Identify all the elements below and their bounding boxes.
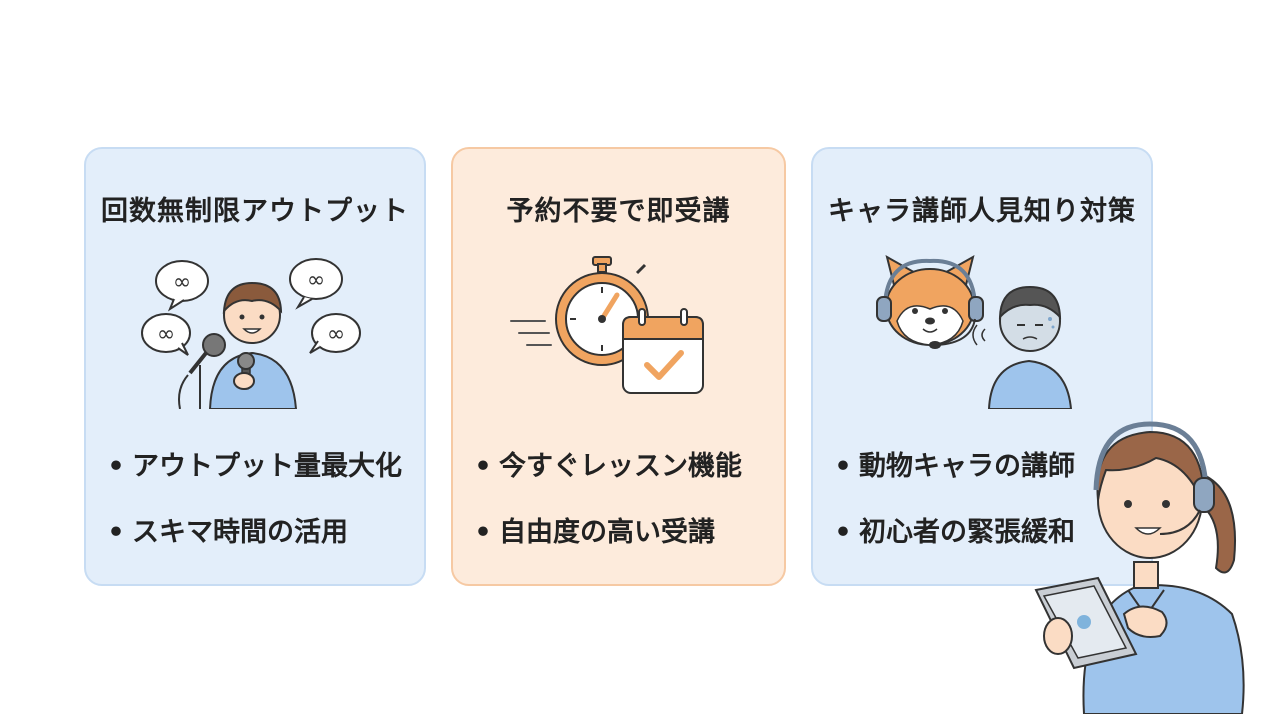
bullet-item: 初心者の緊張緩和 [831, 513, 1141, 579]
infinity-bubble-icon: ∞ [309, 313, 361, 354]
bullet-item: 自由度の高い受講 [471, 513, 774, 579]
tablet-icon [1034, 576, 1138, 670]
bullet-list: 今すぐレッスン機能 自由度の高い受講 [471, 447, 774, 579]
person-microphone-icon: ∞ ∞ ∞ ∞ [141, 258, 361, 409]
svg-text:∞: ∞ [307, 268, 325, 293]
calendar-check-icon [621, 308, 704, 394]
stopwatch-calendar-icon [509, 256, 704, 394]
svg-text:∞: ∞ [327, 322, 345, 347]
feature-card-unlimited-output: 回数無制限アウトプット ∞ ∞ ∞ ∞ [84, 147, 426, 586]
card-title: 回数無制限アウトプット [101, 196, 409, 227]
infinity-bubble-icon: ∞ [155, 260, 209, 312]
shiba-teacher-icon [876, 254, 1073, 409]
feature-card-instant-lesson: 予約不要で即受講 [451, 147, 786, 586]
bullet-item: スキマ時間の活用 [104, 513, 414, 579]
card-title: 予約不要で即受講 [506, 196, 731, 227]
microphone-icon [178, 333, 226, 409]
bullet-list: 動物キャラの講師 初心者の緊張緩和 [831, 447, 1141, 579]
bullet-item: 今すぐレッスン機能 [471, 447, 774, 513]
bullet-item: アウトプット量最大化 [104, 447, 414, 513]
infinity-bubble-icon: ∞ [141, 313, 191, 356]
nervous-person-icon [972, 285, 1073, 409]
bullet-list: アウトプット量最大化 スキマ時間の活用 [104, 447, 414, 579]
infinity-bubble-icon: ∞ [289, 258, 343, 310]
feature-card-character-teacher: キャラ講師人見知り対策 [811, 147, 1153, 586]
svg-text:∞: ∞ [157, 322, 175, 347]
shiba-dog-icon [876, 254, 984, 349]
svg-text:∞: ∞ [173, 270, 191, 295]
card-title: キャラ講師人見知り対策 [828, 196, 1136, 227]
bullet-item: 動物キャラの講師 [831, 447, 1141, 513]
presenter-woman-icon [1034, 421, 1245, 714]
